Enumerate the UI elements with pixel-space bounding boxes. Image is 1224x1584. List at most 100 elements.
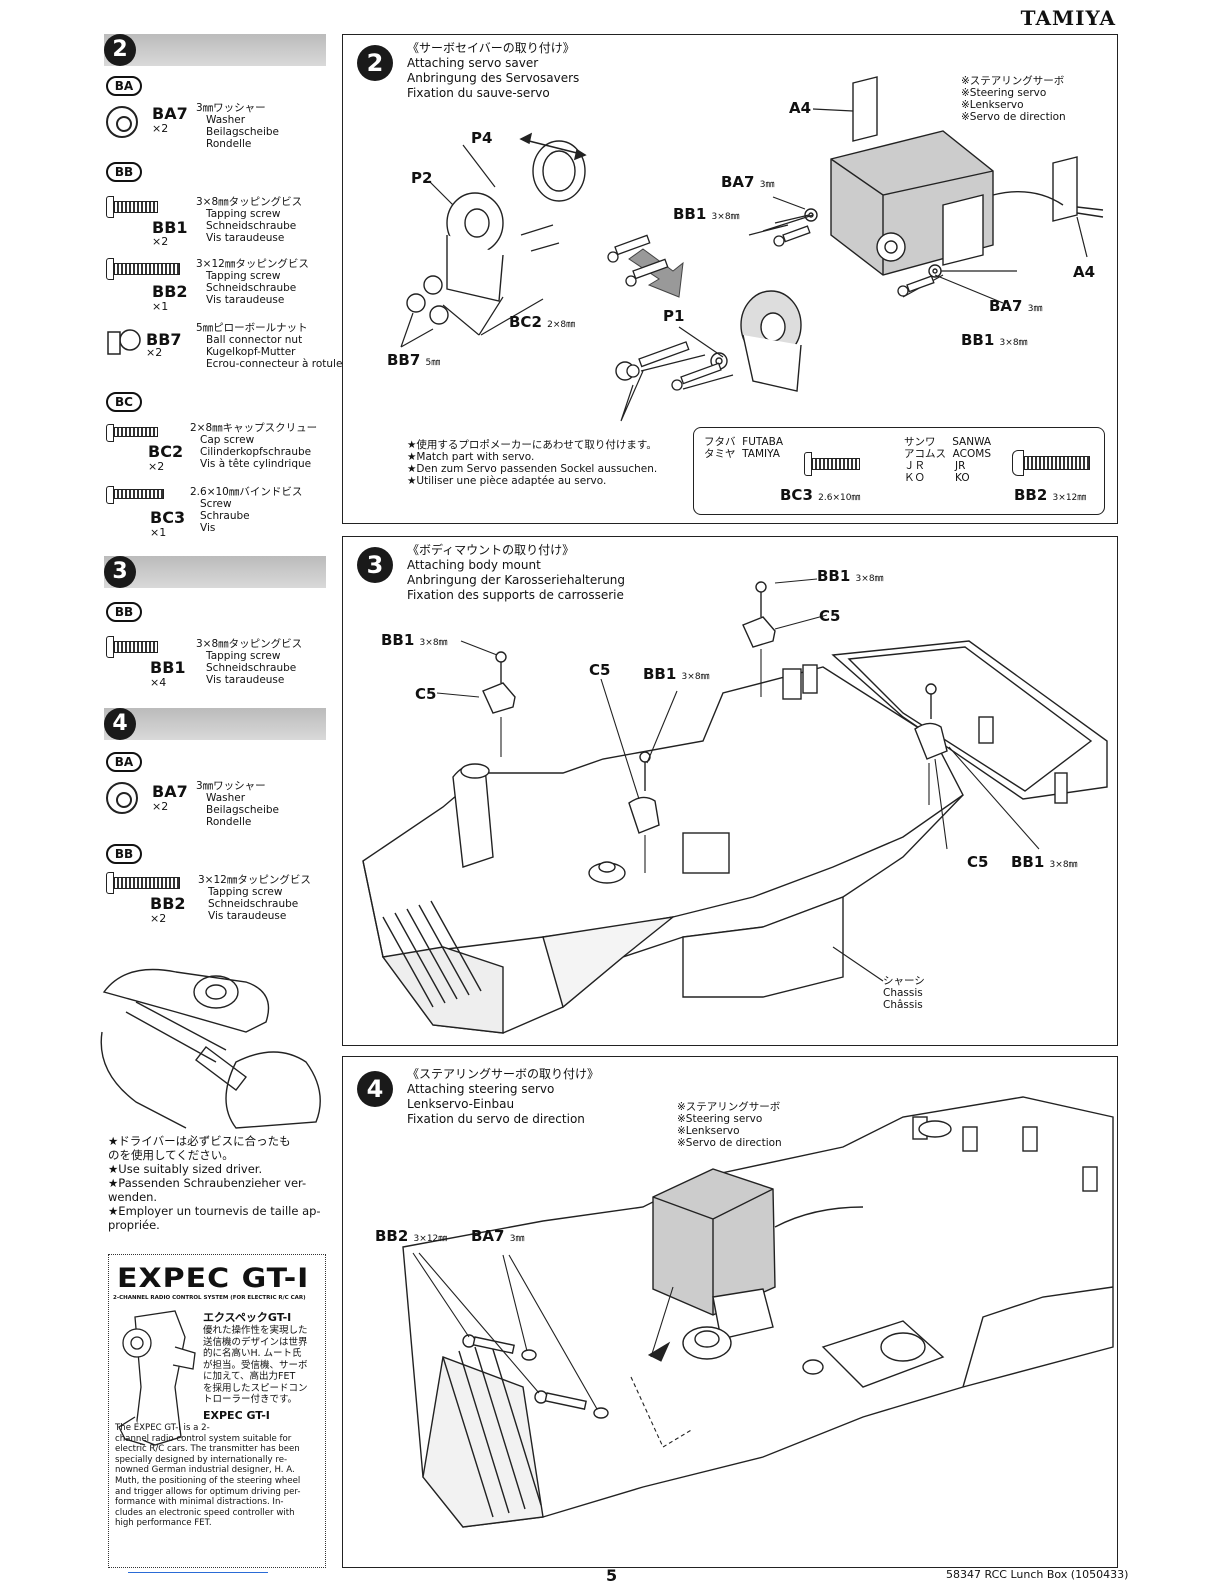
bag-bc-badge: BC bbox=[106, 392, 142, 412]
makers-left: フタバ FUTABA タミヤ TAMIYA bbox=[704, 436, 784, 460]
part-qty: ×2 bbox=[146, 346, 163, 359]
part-desc: 5㎜ピローボールナット Ball connector nut Kugelkopf… bbox=[196, 322, 343, 370]
product-code: 58347 RCC Lunch Box (1050433) bbox=[946, 1568, 1129, 1581]
callout-bb1: BB1 3×8㎜ bbox=[673, 205, 740, 223]
makers-right: サンワ SANWA アコムス ACOMS ＪＲ JR ＫＯ KO bbox=[904, 436, 992, 484]
callout-ba7: BA7 3㎜ bbox=[989, 297, 1043, 315]
step-4-header: 4 bbox=[104, 708, 326, 740]
screw-head-icon bbox=[106, 636, 114, 658]
part-desc: 3×8㎜タッピングビス Tapping screw Schneidschraub… bbox=[196, 196, 303, 244]
part-desc: 3×12㎜タッピングビス Tapping screw Schneidschrau… bbox=[198, 874, 311, 922]
screw-head-icon bbox=[106, 258, 114, 280]
part-qty: ×1 bbox=[152, 300, 169, 313]
panel-step-3: 3 《ボディマウントの取り付け》 Attaching body mount An… bbox=[342, 536, 1118, 1046]
part-desc: 2×8㎜キャップスクリュー Cap screw Cilinderkopfschr… bbox=[190, 422, 318, 470]
part-desc: 3×12㎜タッピングビス Tapping screw Schneidschrau… bbox=[196, 258, 309, 306]
part-desc: 3㎜ワッシャー Washer Beilagscheibe Rondelle bbox=[196, 780, 280, 828]
driver-note: ★ドライバーは必ずビスに合ったも のを使用してください。 ★Use suitab… bbox=[108, 1134, 321, 1232]
tapping-screw-icon bbox=[114, 641, 158, 653]
part-qty: ×2 bbox=[152, 800, 169, 813]
panel-step-2: 2 《サーボセイバーの取り付け》 Attaching servo saver A… bbox=[342, 34, 1118, 524]
steering-servo-label: ※ステアリングサーボ ※Steering servo ※Lenkservo ※S… bbox=[961, 75, 1066, 123]
part-code: BA7 bbox=[152, 104, 188, 123]
part-code: BB1 bbox=[152, 218, 188, 237]
cap-screw-icon bbox=[114, 427, 158, 437]
callout-bc3: BC3 2.6×10㎜ bbox=[780, 486, 861, 504]
bag-bb-badge: BB bbox=[106, 844, 142, 864]
tapping-screw-icon bbox=[114, 263, 180, 275]
step-3-header: 3 bbox=[104, 556, 326, 588]
screw-head-icon bbox=[106, 486, 114, 504]
part-code: BB7 bbox=[146, 330, 182, 349]
bind-screw-icon bbox=[812, 458, 860, 470]
callout-bb1: BB1 3×8㎜ bbox=[381, 631, 448, 649]
callout-bb1: BB1 3×8㎜ bbox=[961, 331, 1028, 349]
bag-bb-badge: BB bbox=[106, 602, 142, 622]
callout-p1: P1 bbox=[663, 307, 685, 325]
part-code: BB1 bbox=[150, 658, 186, 677]
callout-bb1: BB1 3×8㎜ bbox=[817, 567, 884, 585]
callout-bc2: BC2 2×8㎜ bbox=[509, 313, 576, 331]
washer-icon bbox=[106, 106, 138, 138]
bag-ba-badge: BA bbox=[106, 76, 142, 96]
callout-bb1: BB1 3×8㎜ bbox=[643, 665, 710, 683]
servo-makers-box: フタバ FUTABA タミヤ TAMIYA サンワ SANWA アコムス ACO… bbox=[693, 427, 1105, 515]
step-number: 3 bbox=[357, 547, 393, 583]
callout-p4: P4 bbox=[471, 129, 493, 147]
callout-bb1: BB1 3×8㎜ bbox=[1011, 853, 1078, 871]
panel-title: 《サーボセイバーの取り付け》 Attaching servo saver Anb… bbox=[407, 41, 580, 100]
driver-illustration bbox=[100, 968, 321, 1129]
screw-head-icon bbox=[106, 196, 114, 218]
callout-ba7: BA7 3㎜ bbox=[471, 1227, 525, 1245]
body-mount-diagram bbox=[362, 578, 1108, 1034]
part-code: BB2 bbox=[152, 282, 188, 301]
part-qty: ×4 bbox=[150, 676, 167, 689]
expec-logo: EXPEC GT-I bbox=[117, 1262, 310, 1295]
part-desc: 3×8㎜タッピングビス Tapping screw Schneidschraub… bbox=[196, 638, 303, 686]
expec-tagline: 2-CHANNEL RADIO CONTROL SYSTEM (FOR ELEC… bbox=[113, 1295, 306, 1301]
steering-servo-label: ※ステアリングサーボ ※Steering servo ※Lenkservo ※S… bbox=[677, 1101, 782, 1149]
callout-a4: A4 bbox=[789, 99, 812, 117]
ball-nut-icon bbox=[107, 329, 141, 355]
part-qty: ×2 bbox=[152, 122, 169, 135]
part-desc: 3㎜ワッシャー Washer Beilagscheibe Rondelle bbox=[196, 102, 280, 150]
expec-jp-text: 優れた操作性を実現した 送信機のデザインは世界 的に名高いH. ムート氏 が担当… bbox=[203, 1325, 308, 1405]
cap-screw-head-icon bbox=[106, 424, 114, 442]
part-desc: 2.6×10㎜バインドビス Screw Schraube Vis bbox=[190, 486, 303, 534]
callout-a4: A4 bbox=[1073, 263, 1096, 281]
expec-en-text: The EXPEC GT-I is a 2- channel radio con… bbox=[115, 1423, 301, 1529]
panel-title: 《ボディマウントの取り付け》 Attaching body mount Anbr… bbox=[407, 543, 626, 602]
step-number: 2 bbox=[104, 34, 136, 66]
servo-note: ★使用するプロポメーカーにあわせて取り付けます。 ★Match part wit… bbox=[407, 439, 658, 487]
part-code: BA7 bbox=[152, 782, 188, 801]
expec-en-title: EXPEC GT-I bbox=[203, 1409, 270, 1422]
part-qty: ×2 bbox=[152, 235, 169, 248]
callout-c5: C5 bbox=[967, 853, 989, 871]
part-qty: ×2 bbox=[150, 912, 167, 925]
screw-head-icon bbox=[106, 872, 114, 894]
panel-step-4: 4 《ステアリングサーボの取り付け》 Attaching steering se… bbox=[342, 1056, 1118, 1568]
bag-bb-badge: BB bbox=[106, 162, 142, 182]
step-number: 4 bbox=[104, 708, 136, 740]
callout-c5: C5 bbox=[589, 661, 611, 679]
callout-bb7: BB7 5㎜ bbox=[387, 351, 441, 369]
step-number: 4 bbox=[357, 1071, 393, 1107]
panel-title: 《ステアリングサーボの取り付け》 Attaching steering serv… bbox=[407, 1067, 600, 1126]
part-qty: ×1 bbox=[150, 526, 167, 539]
step-2-header: 2 bbox=[104, 34, 326, 66]
screw-head-icon bbox=[1012, 450, 1024, 476]
tapping-screw-icon bbox=[114, 877, 180, 889]
chassis-label: シャーシ Chassis Châssis bbox=[883, 975, 925, 1011]
callout-bb2: BB2 3×12㎜ bbox=[1014, 486, 1087, 504]
steering-servo-diagram bbox=[402, 1096, 1114, 1528]
part-code: BC2 bbox=[148, 442, 184, 461]
washer-icon bbox=[106, 782, 138, 814]
callout-ba7: BA7 3㎜ bbox=[721, 173, 775, 191]
part-code: BB2 bbox=[150, 894, 186, 913]
callout-p2: P2 bbox=[411, 169, 433, 187]
page-number: 5 bbox=[606, 1566, 618, 1584]
tapping-screw-icon bbox=[114, 201, 158, 213]
callout-c5: C5 bbox=[415, 685, 437, 703]
tapping-screw-icon bbox=[1024, 456, 1090, 470]
part-qty: ×2 bbox=[148, 460, 165, 473]
